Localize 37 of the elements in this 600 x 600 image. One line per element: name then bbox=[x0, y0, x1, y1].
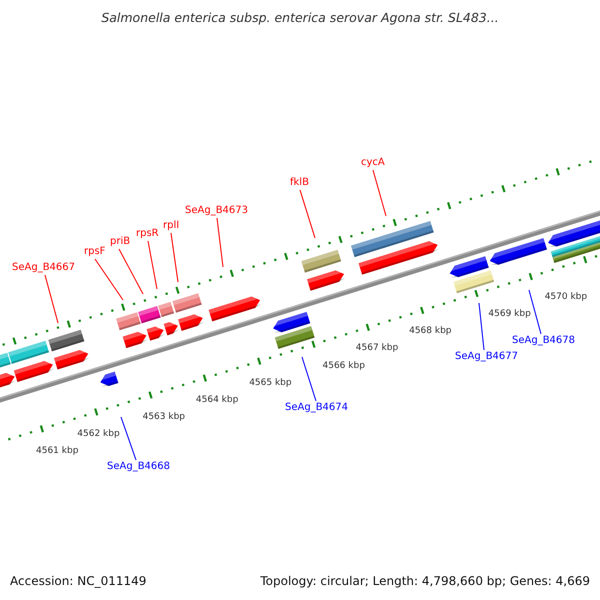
gene-label: rpsF bbox=[84, 246, 106, 258]
leader-line bbox=[528, 290, 542, 334]
leader-line bbox=[302, 356, 316, 402]
scale-label: 4570 kbp bbox=[544, 292, 588, 304]
gene-label: priB bbox=[110, 236, 130, 248]
leader-line bbox=[94, 258, 124, 300]
scale-label: 4564 kbp bbox=[196, 394, 238, 406]
genome-info-text: Topology: circular; Length: 4,798,660 bp; Genes: 4,669 bbox=[260, 574, 590, 588]
gene-label: SeAg_B4668 bbox=[107, 461, 170, 473]
leader-line bbox=[120, 416, 136, 460]
gene-label: cycA bbox=[361, 157, 385, 169]
gene-label: SeAg_B4678 bbox=[512, 335, 575, 347]
scale-label: 4561 kbp bbox=[36, 446, 78, 457]
scale-label: 4565 kbp bbox=[249, 378, 292, 389]
scale-label: 4568 kbp bbox=[409, 326, 452, 338]
scale-label: 4566 kbp bbox=[322, 360, 365, 372]
leader-line bbox=[300, 190, 316, 238]
scale-label: 4562 kbp bbox=[77, 428, 120, 440]
leader-line bbox=[478, 302, 484, 350]
gene-label: fklB bbox=[290, 177, 309, 189]
leader-line bbox=[372, 170, 386, 216]
leader-line bbox=[118, 248, 144, 294]
gene-label: rplI bbox=[163, 220, 180, 232]
leader-line bbox=[216, 218, 224, 268]
leader-line bbox=[148, 240, 158, 290]
leader-line bbox=[44, 274, 58, 324]
scale-label: 4569 kbp bbox=[488, 309, 531, 320]
accession-text: Accession: NC_011149 bbox=[10, 574, 146, 588]
gene-label: SeAg_B4674 bbox=[285, 402, 348, 414]
scale-label: 4567 kbp bbox=[356, 343, 398, 354]
title: Salmonella enterica subsp. enterica serovar Agona str. SL483... bbox=[100, 10, 500, 25]
leader-line bbox=[170, 232, 178, 282]
scale-label: 4563 kbp bbox=[142, 412, 185, 423]
gene-label: rpsR bbox=[136, 228, 159, 240]
gene-label: SeAg_B4677 bbox=[455, 351, 518, 363]
gene-label: SeAg_B4673 bbox=[185, 205, 248, 217]
gene-label: SeAg_B4667 bbox=[12, 262, 75, 274]
